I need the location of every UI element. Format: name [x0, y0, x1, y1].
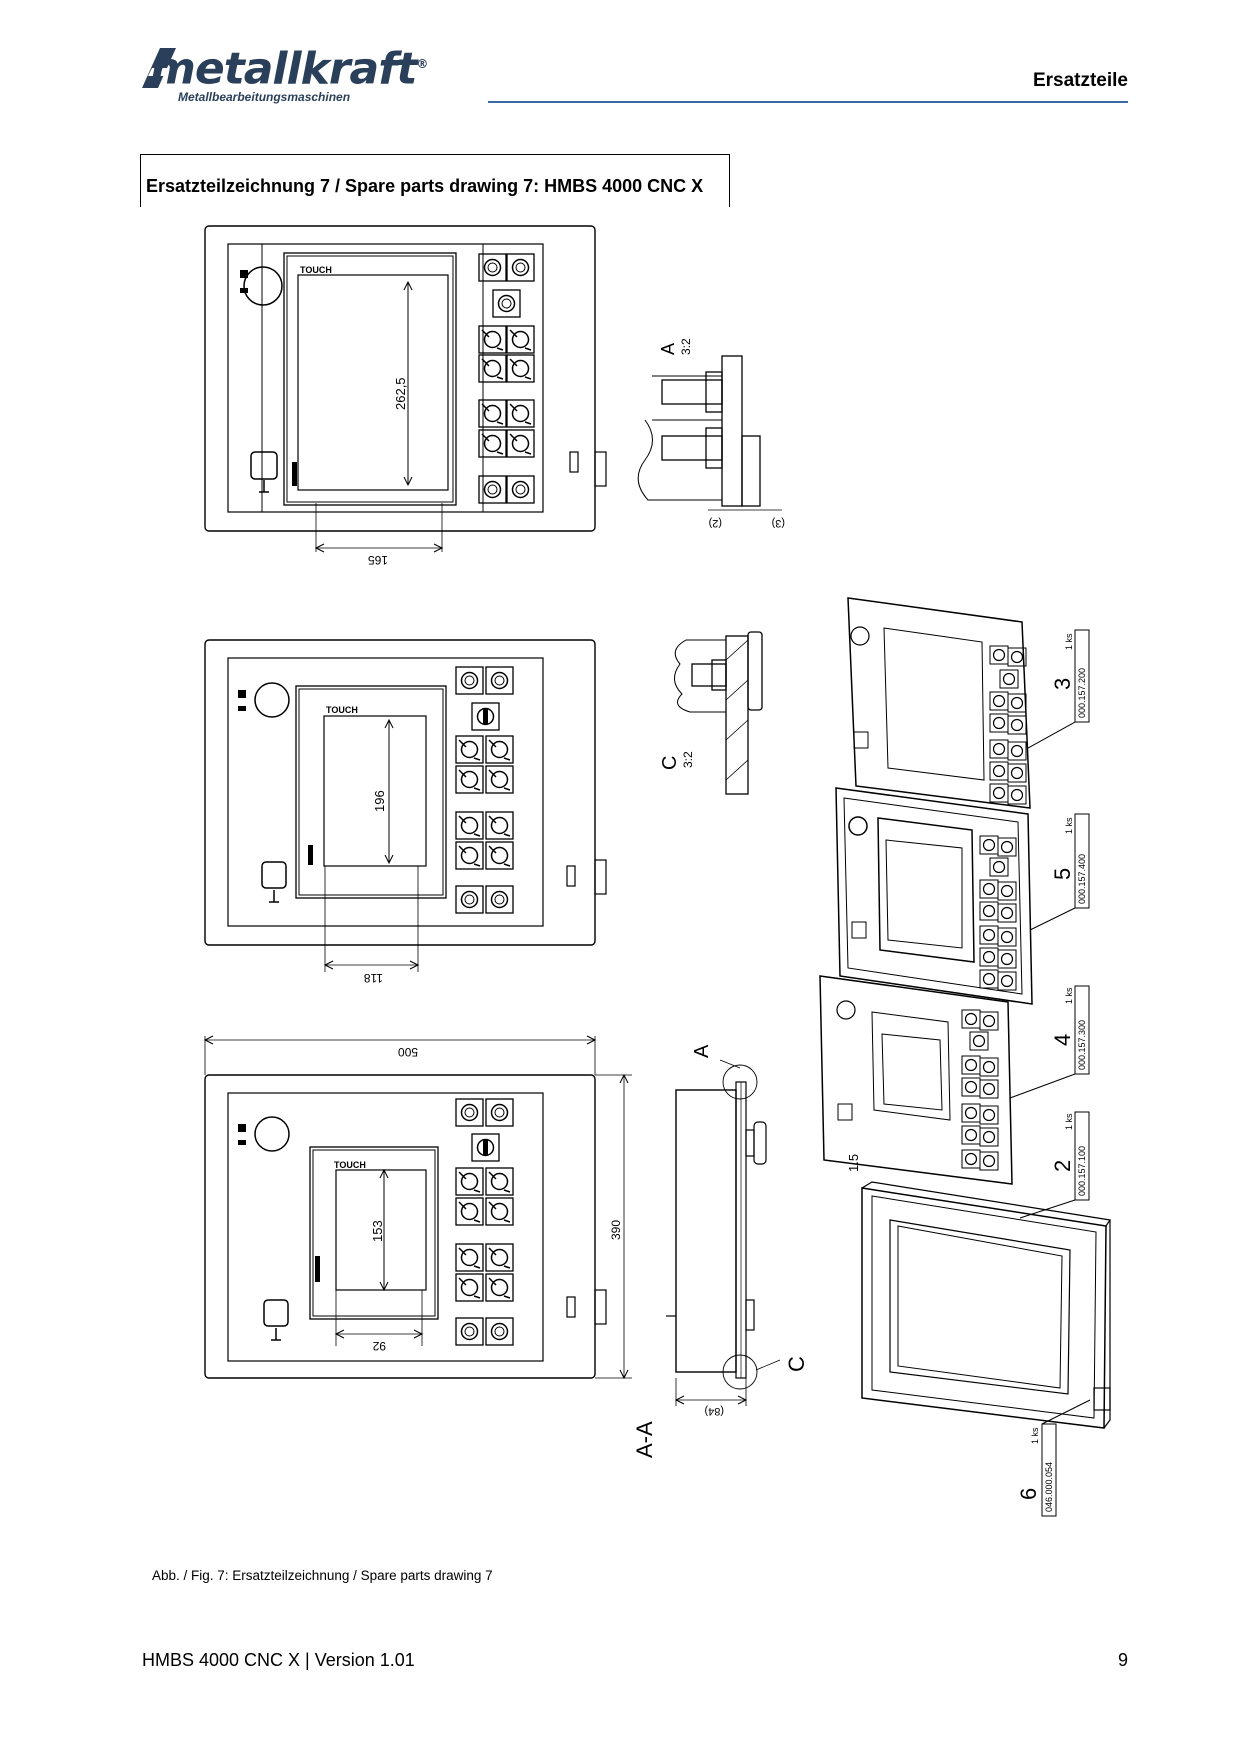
part-6-pos: 6 — [1016, 1488, 1041, 1500]
section-dim-depth: (84) — [704, 1405, 724, 1417]
page-number: 9 — [1117, 1650, 1128, 1670]
part-label-4: 4 000.157.300 1 ks — [1050, 985, 1090, 1075]
section-label: A-A — [632, 1421, 657, 1458]
part-2-qty: 1 ks — [1064, 1113, 1074, 1130]
logo-text: metallkraft — [150, 43, 417, 95]
detail-a-scale: 3:2 — [679, 338, 693, 355]
logo-subtitle: Metallbearbeitungsmaschinen — [178, 90, 351, 104]
header-rule — [488, 101, 1128, 103]
bottom-dim-total-width: 500 — [398, 1045, 418, 1059]
panel-view-top: TOUCH 262,5 165 — [204, 225, 607, 567]
top-dim-width: 165 — [368, 553, 388, 567]
middle-dim-height: 196 — [372, 790, 387, 812]
section-a-a: A C (84) A-A — [632, 1044, 809, 1458]
part-5-pos: 5 — [1050, 868, 1075, 880]
part-3-number: 000.157.200 — [1077, 668, 1087, 718]
bottom-dim-width: 92 — [372, 1339, 386, 1353]
footer-document-info: HMBS 4000 CNC X | Version 1.01 — [142, 1650, 415, 1670]
part-label-5: 5 000.157.400 1 ks — [1050, 813, 1090, 909]
detail-a-dim-1: (2) — [709, 517, 722, 529]
part-label-6: 6 046.000.054 1 ks — [1016, 1423, 1057, 1517]
part-6-number: 046.000.054 — [1044, 1462, 1054, 1512]
part-3-cover — [847, 597, 1076, 809]
part-label-2: 2 000.157.100 1 ks — [1050, 1111, 1090, 1201]
logo-mark-icon — [142, 48, 176, 88]
exploded-view: 1.5 — [819, 597, 1112, 1429]
bottom-screen-label: TOUCH — [334, 1160, 366, 1170]
part-5-panel — [835, 787, 1076, 1005]
part-5-number: 000.157.400 — [1077, 854, 1087, 904]
panel-view-middle: TOUCH 196 118 — [204, 639, 607, 985]
detail-a-label: A — [658, 343, 678, 355]
drawing-title: Ersatzteilzeichnung 7 / Spare parts draw… — [146, 176, 704, 196]
section-dim-side: 1.5 — [846, 1154, 861, 1172]
figure-caption: Abb. / Fig. 7: Ersatzteilzeichnung / Spa… — [152, 1568, 493, 1583]
detail-c: C 3:2 — [659, 631, 763, 795]
bottom-dim-height: 153 — [370, 1220, 385, 1242]
caption-frame — [140, 154, 730, 207]
part-4-pos: 4 — [1050, 1034, 1075, 1046]
top-screen-label: TOUCH — [300, 265, 332, 275]
detail-a: A 3:2 (2) (3) — [637, 338, 785, 529]
detail-c-label: C — [659, 756, 681, 770]
section-marker-a: A — [691, 1044, 713, 1058]
middle-screen-label: TOUCH — [326, 705, 358, 715]
part-2-pos: 2 — [1050, 1160, 1075, 1172]
part-4-number: 000.157.300 — [1077, 1020, 1087, 1070]
part-4-cover — [819, 975, 1076, 1185]
panel-view-bottom: 500 TOUCH 153 92 390 — [203, 1035, 632, 1380]
top-dim-height: 262,5 — [393, 377, 408, 410]
part-5-qty: 1 ks — [1064, 817, 1074, 834]
section-marker-c: C — [784, 1356, 809, 1372]
part-4-qty: 1 ks — [1064, 987, 1074, 1004]
logo: metallkraft® — [150, 40, 428, 95]
logo-registered: ® — [416, 57, 428, 71]
detail-a-dim-2: (3) — [772, 517, 785, 529]
part-2-number: 000.157.100 — [1077, 1146, 1087, 1196]
part-3-qty: 1 ks — [1064, 633, 1074, 650]
part-2-housing — [861, 1181, 1112, 1429]
section-title: Ersatzteile — [1032, 70, 1128, 91]
part-6-qty: 1 ks — [1030, 1427, 1040, 1444]
bottom-dim-total-height: 390 — [609, 1220, 623, 1240]
part-3-pos: 3 — [1050, 678, 1075, 690]
detail-c-scale: 3:2 — [681, 751, 695, 768]
middle-dim-width: 118 — [364, 971, 383, 985]
part-label-3: 3 000.157.200 1 ks — [1050, 629, 1090, 723]
